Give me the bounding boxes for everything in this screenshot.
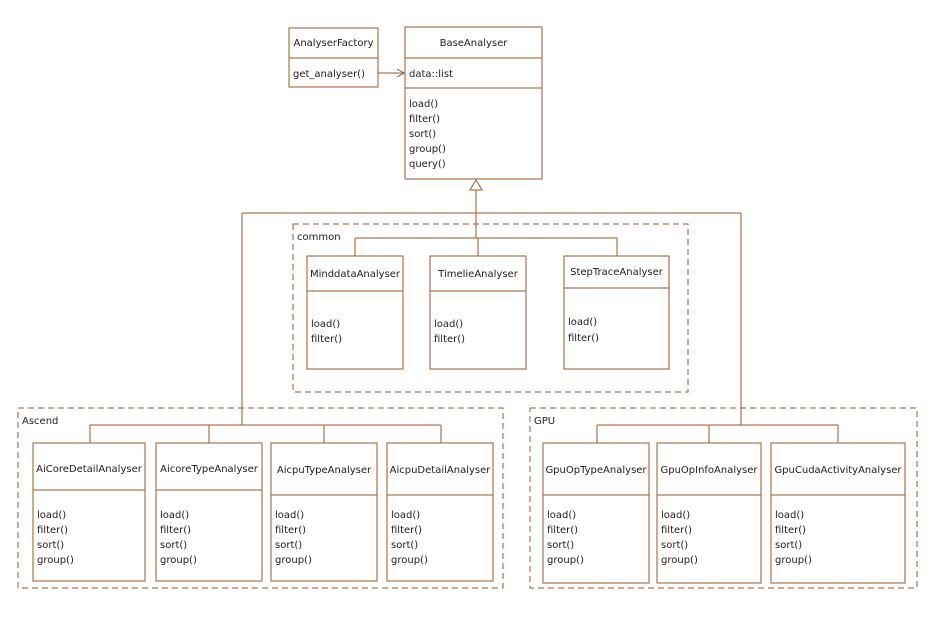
gpu-group-frame [529,407,918,589]
class-steptrace-analyser: StepTraceAnalyser load() filter() [563,255,670,370]
class-box [32,442,146,582]
attribute: data::list [409,69,453,80]
class-box [155,442,263,582]
class-box [563,255,670,370]
class-box [429,255,527,370]
class-analyser-factory: AnalyserFactory get_analyser() [288,27,379,88]
method: group() [391,555,428,566]
class-box [404,26,543,180]
class-box [542,442,650,584]
method: sort() [775,540,802,551]
gpu-group-label: GPU [534,416,555,427]
method: filter() [37,525,68,536]
method: load() [391,510,420,521]
method: load() [409,99,438,110]
class-name: StepTraceAnalyser [570,267,664,278]
method: load() [434,319,463,330]
class-name: GpuCudaActivityAnalyser [774,465,902,476]
method: sort() [547,540,574,551]
class-minddata-analyser: MinddataAnalyser load() filter() [306,255,404,370]
class-name: AiCoreDetailAnalyser [36,464,143,475]
generalization-triangle [469,179,483,191]
class-name: AicpuDetailAnalyser [390,465,492,476]
method: filter() [311,334,342,345]
method: sort() [160,540,187,551]
method: filter() [160,525,191,536]
class-box [386,442,494,582]
ascend-group-frame [17,407,504,589]
class-gpucudaactivity-analyser: GpuCudaActivityAnalyser load() filter() … [770,442,906,584]
class-box [270,442,378,582]
class-aicoredetail-analyser: AiCoreDetailAnalyser load() filter() sor… [32,442,146,582]
class-name: AicpuTypeAnalyser [277,465,372,476]
method: sort() [409,129,436,140]
method: load() [661,510,690,521]
common-group-label: common [297,232,341,243]
inheritance-connectors [89,73,839,443]
method: sort() [275,540,302,551]
method: group() [547,555,584,566]
method: sort() [391,540,418,551]
method: load() [311,319,340,330]
class-aicoretype-analyser: AicoreTypeAnalyser load() filter() sort(… [155,442,263,582]
method: group() [275,555,312,566]
method: group() [775,555,812,566]
method: load() [160,510,189,521]
method: filter() [775,525,806,536]
class-timelie-analyser: TimelieAnalyser load() filter() [429,255,527,370]
method: load() [775,510,804,521]
method: group() [160,555,197,566]
class-name: AicoreTypeAnalyser [160,464,259,475]
method: group() [409,144,446,155]
method: filter() [275,525,306,536]
method: load() [568,317,597,328]
method: load() [37,510,66,521]
method: filter() [568,333,599,344]
class-aicputype-analyser: AicpuTypeAnalyser load() filter() sort()… [270,442,378,582]
class-name: AnalyserFactory [293,38,373,49]
class-name: MinddataAnalyser [310,269,401,280]
class-base-analyser: BaseAnalyser data::list load() filter() … [404,26,543,180]
method: filter() [661,525,692,536]
method: filter() [391,525,422,536]
method: group() [661,555,698,566]
method: query() [409,159,446,170]
method: group() [37,555,74,566]
method: get_analyser() [293,69,365,80]
class-gpuopinfo-analyser: GpuOpInfoAnalyser load() filter() sort()… [656,442,762,584]
method: filter() [434,334,465,345]
class-name: TimelieAnalyser [437,269,519,280]
class-name: BaseAnalyser [440,38,509,49]
ascend-group-label: Ascend [22,416,58,427]
class-gpuoptype-analyser: GpuOpTypeAnalyser load() filter() sort()… [542,442,650,584]
method: filter() [547,525,578,536]
method: load() [275,510,304,521]
common-group-frame [292,223,689,393]
method: sort() [661,540,688,551]
class-box [656,442,762,584]
method: sort() [37,540,64,551]
method: filter() [409,114,440,125]
class-box [770,442,906,584]
class-name: GpuOpTypeAnalyser [545,465,647,476]
class-aicpudetail-analyser: AicpuDetailAnalyser load() filter() sort… [386,442,494,582]
method: load() [547,510,576,521]
class-name: GpuOpInfoAnalyser [660,465,758,476]
class-box [306,255,404,370]
